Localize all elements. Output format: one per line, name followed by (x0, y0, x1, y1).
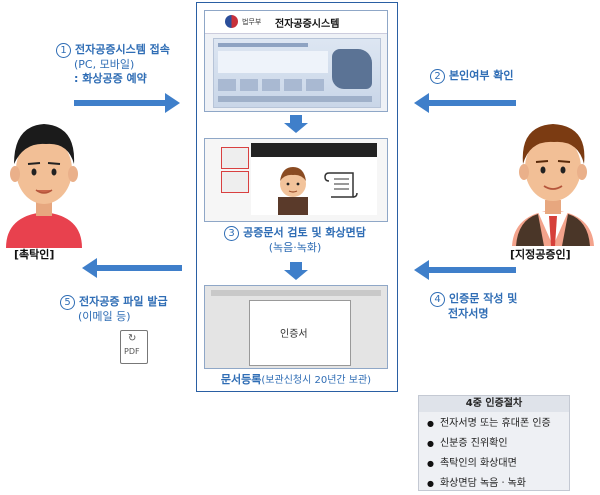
registration-label: 문서등록(보관신청시 20년간 보관) (220, 373, 372, 386)
legend-item-1: 전자서명 또는 휴대폰 인증 (427, 416, 569, 432)
video-interview-panel (204, 138, 388, 222)
arrow-to-client (82, 258, 182, 278)
document-page: 인증서 (249, 300, 351, 366)
document-editor-panel: 인증서 (204, 285, 388, 369)
certificate-text: 인증서 (280, 329, 308, 340)
video-toolbar (251, 143, 377, 157)
down-arrow-2 (284, 262, 308, 280)
legend-item-4: 화상면담 녹음ㆍ녹화 (427, 476, 569, 492)
refresh-icon: ↻ (128, 333, 137, 344)
system-header: 법무부 전자공증시스템 (205, 11, 387, 34)
website-preview (213, 38, 381, 108)
video-thumb-2 (221, 171, 249, 193)
central-frame (196, 2, 398, 392)
system-screen-panel: 법무부 전자공증시스템 (204, 10, 388, 112)
video-stage (251, 157, 377, 215)
client-avatar (6, 124, 82, 248)
notary-avatar (512, 124, 594, 246)
notary-avatar-small (278, 167, 308, 215)
arrow-from-notary-top (414, 93, 516, 113)
video-thumb-1 (221, 147, 249, 169)
down-arrow-1 (284, 115, 308, 133)
system-title: 전자공증시스템 (275, 19, 340, 30)
legend-item-2: 신분증 진위확인 (427, 436, 569, 452)
arrow-to-system (74, 93, 180, 113)
notary-label: [지정공증인] (510, 248, 571, 261)
arrow-from-notary-bottom (414, 260, 516, 280)
legend-title: 4중 인증절차 (419, 396, 569, 412)
pdf-file-icon: ↻ PDF (120, 330, 148, 364)
auth-legend: 4중 인증절차 전자서명 또는 휴대폰 인증 신분증 진위확인 촉탁인의 화상대… (418, 395, 570, 491)
ministry-emblem-icon (225, 15, 238, 28)
legend-item-3: 촉탁인의 화상대면 (427, 456, 569, 472)
client-label: [촉탁인] (14, 248, 55, 261)
scroll-document-icon (324, 172, 358, 198)
ministry-label: 법무부 (242, 18, 262, 26)
